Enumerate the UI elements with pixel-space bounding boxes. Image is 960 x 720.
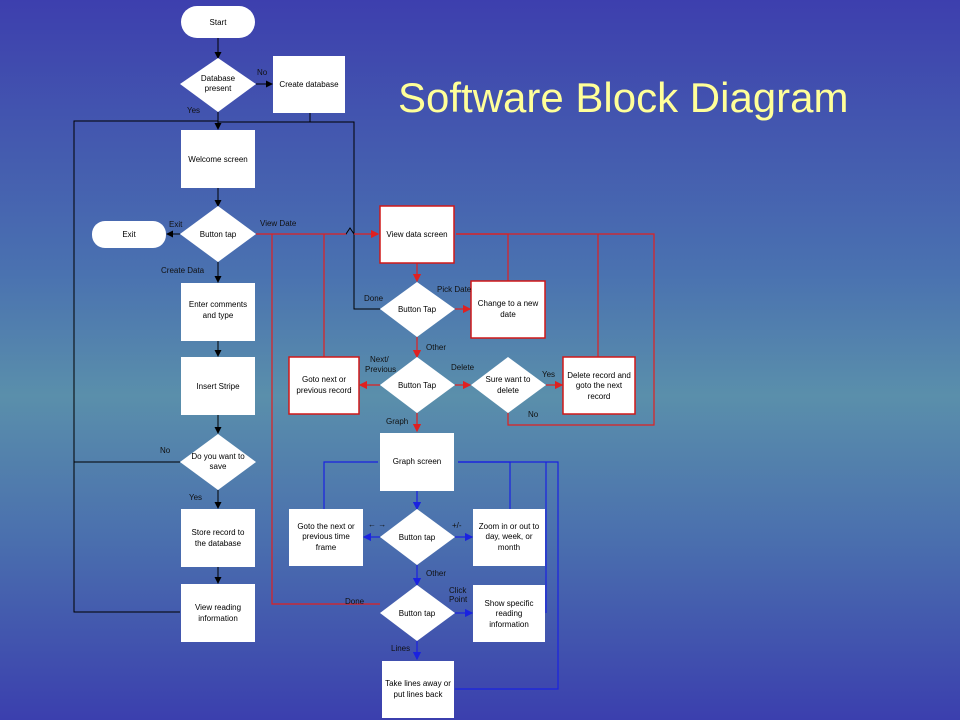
node-sure-delete: Sure want to delete xyxy=(471,357,546,413)
svg-text:Exit: Exit xyxy=(122,230,136,239)
svg-text:View reading: View reading xyxy=(195,603,241,612)
data-flow-connectors xyxy=(256,229,655,605)
svg-text:Button tap: Button tap xyxy=(399,533,436,542)
graph-flow-connectors xyxy=(323,461,559,690)
label-yes-welcome: Yes xyxy=(187,106,200,115)
node-change-date: Change to a new date xyxy=(470,280,546,339)
node-button-tap-graph: Button tap xyxy=(380,509,455,565)
svg-text:day, week, or: day, week, or xyxy=(486,532,533,541)
svg-text:Insert Stripe: Insert Stripe xyxy=(196,382,240,391)
svg-text:Store record to: Store record to xyxy=(192,528,245,537)
svg-text:Button tap: Button tap xyxy=(399,609,436,618)
node-welcome-screen: Welcome screen xyxy=(181,130,255,188)
label-pick-date: Pick Date xyxy=(437,285,472,294)
svg-text:and type: and type xyxy=(203,311,234,320)
svg-text:frame: frame xyxy=(316,543,337,552)
svg-text:previous time: previous time xyxy=(302,532,350,541)
svg-text:delete: delete xyxy=(497,386,519,395)
svg-text:Welcome screen: Welcome screen xyxy=(188,155,247,164)
svg-text:View data screen: View data screen xyxy=(386,230,447,239)
node-database-present: Database present xyxy=(180,58,256,112)
node-button-tap-main: Button tap xyxy=(180,206,256,262)
node-store-record: Store record to the database xyxy=(181,509,255,567)
svg-text:record: record xyxy=(588,392,611,401)
node-view-data-screen: View data screen xyxy=(379,205,455,264)
label-click-point-2: Point xyxy=(449,595,468,604)
node-insert-stripe: Insert Stripe xyxy=(181,357,255,415)
node-create-database: Create database xyxy=(273,56,345,113)
node-exit: Exit xyxy=(92,221,166,248)
node-enter-comments: Enter comments and type xyxy=(181,283,255,341)
label-no-save: No xyxy=(160,446,171,455)
node-view-reading: View reading information xyxy=(181,584,255,642)
label-no-create-db: No xyxy=(257,68,268,77)
svg-text:Change to a new: Change to a new xyxy=(478,299,539,308)
label-no-delete: No xyxy=(528,410,539,419)
svg-text:goto the next: goto the next xyxy=(576,381,623,390)
node-graph-screen: Graph screen xyxy=(380,433,454,491)
svg-text:Sure want to: Sure want to xyxy=(486,375,531,384)
label-view-date: View Date xyxy=(260,219,297,228)
label-click-point: Click xyxy=(449,586,467,595)
label-create-data: Create Data xyxy=(161,266,205,275)
svg-text:save: save xyxy=(210,462,227,471)
node-button-tap-point: Button tap xyxy=(380,585,455,641)
label-arrows: ← → xyxy=(368,520,386,529)
label-other-data: Other xyxy=(426,343,446,352)
svg-text:month: month xyxy=(498,543,520,552)
node-goto-timeframe: Goto the next or previous time frame xyxy=(289,509,363,566)
svg-text:Enter comments: Enter comments xyxy=(189,300,247,309)
node-take-lines: Take lines away or put lines back xyxy=(382,661,454,718)
svg-text:information: information xyxy=(198,614,238,623)
svg-text:present: present xyxy=(205,84,232,93)
label-lines: Lines xyxy=(391,644,410,653)
node-start: Start xyxy=(181,6,255,38)
node-delete-record: Delete record and goto the next record xyxy=(562,356,636,415)
node-button-tap-pick: Button Tap xyxy=(380,282,455,337)
svg-text:Goto the next or: Goto the next or xyxy=(297,522,355,531)
label-next-prev-2: Previous xyxy=(365,365,396,374)
label-delete: Delete xyxy=(451,363,475,372)
node-want-to-save: Do you want to save xyxy=(180,434,256,490)
svg-text:Delete record and: Delete record and xyxy=(567,371,631,380)
label-done-graph: Done xyxy=(345,597,365,606)
svg-text:Take lines away or: Take lines away or xyxy=(385,679,451,688)
svg-text:Start: Start xyxy=(210,18,228,27)
svg-text:Zoom in or out to: Zoom in or out to xyxy=(479,522,540,531)
svg-text:Show specific: Show specific xyxy=(485,599,534,608)
svg-text:date: date xyxy=(500,310,516,319)
node-button-tap-record: Button Tap xyxy=(380,357,455,413)
svg-text:the database: the database xyxy=(195,539,242,548)
label-yes-save: Yes xyxy=(189,493,202,502)
svg-text:previous record: previous record xyxy=(296,386,351,395)
svg-text:Do you want to: Do you want to xyxy=(191,452,245,461)
edge-labels: No Yes Exit View Date Create Data No Yes… xyxy=(160,68,555,653)
label-exit: Exit xyxy=(169,220,183,229)
slide-title: Software Block Diagram xyxy=(398,74,849,121)
svg-text:Button tap: Button tap xyxy=(200,230,237,239)
svg-text:reading: reading xyxy=(496,609,523,618)
label-next-prev: Next/ xyxy=(370,355,389,364)
label-plus-minus: +/- xyxy=(452,521,462,530)
label-other-graph: Other xyxy=(426,569,446,578)
label-done-data: Done xyxy=(364,294,384,303)
svg-text:Create database: Create database xyxy=(279,80,339,89)
label-yes-delete: Yes xyxy=(542,370,555,379)
svg-text:Button Tap: Button Tap xyxy=(398,381,437,390)
svg-text:Goto next or: Goto next or xyxy=(302,375,346,384)
label-graph: Graph xyxy=(386,417,408,426)
svg-text:Button Tap: Button Tap xyxy=(398,305,437,314)
svg-text:put lines back: put lines back xyxy=(394,690,444,699)
node-zoom: Zoom in or out to day, week, or month xyxy=(473,509,545,566)
node-show-specific: Show specific reading information xyxy=(473,585,545,642)
svg-text:Database: Database xyxy=(201,74,236,83)
svg-text:information: information xyxy=(489,620,529,629)
svg-text:Graph screen: Graph screen xyxy=(393,457,441,466)
node-goto-next-prev: Goto next or previous record xyxy=(288,356,360,415)
